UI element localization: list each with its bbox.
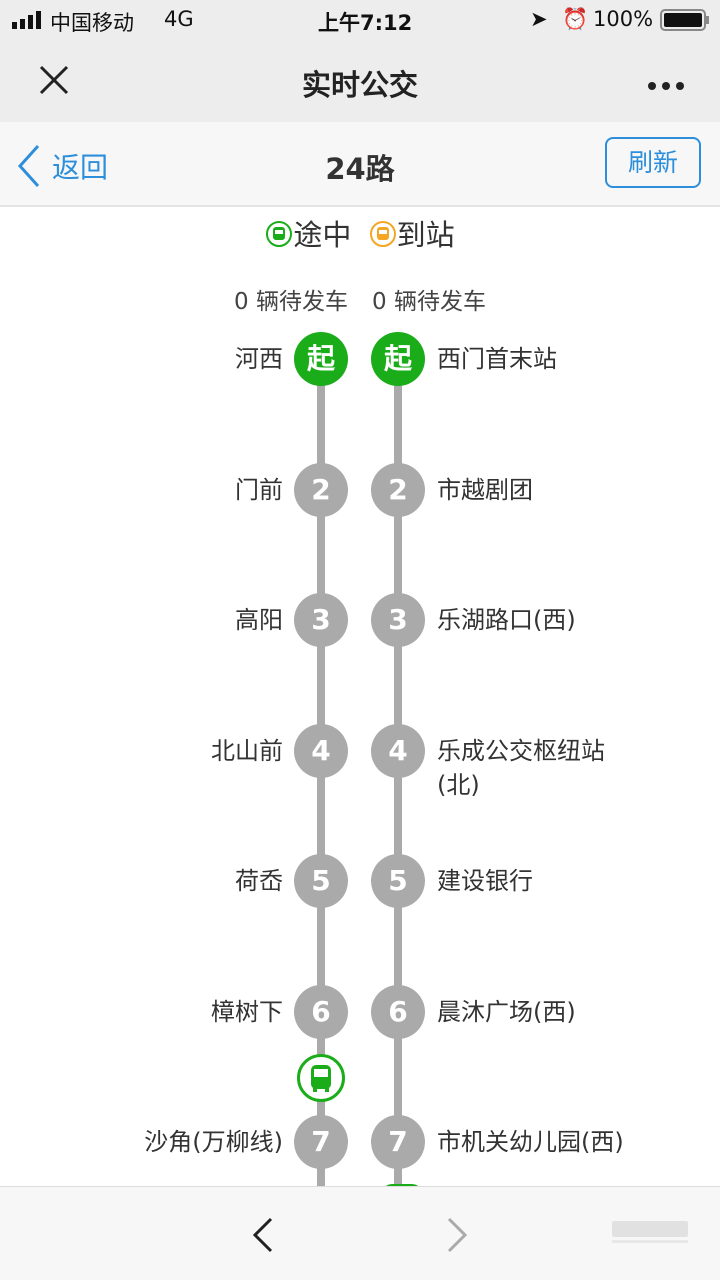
left-stop-marker[interactable]: 7: [294, 1115, 348, 1169]
right-stop-marker[interactable]: 5: [371, 854, 425, 908]
right-stop-name[interactable]: 乐成公交枢纽站(北): [437, 736, 605, 799]
watermark-logo: [610, 1217, 690, 1251]
battery-percent: 100%: [593, 7, 654, 31]
right-stop-marker[interactable]: 4: [371, 723, 425, 778]
network: 4G: [164, 7, 194, 31]
more-icon[interactable]: [648, 76, 684, 95]
left-stop-marker[interactable]: 6: [294, 984, 348, 1039]
bottom-toolbar: [0, 1186, 720, 1280]
left-stop-name[interactable]: 荷岙: [235, 867, 283, 895]
left-stop-name[interactable]: 樟树下: [211, 997, 283, 1026]
left-stop-name[interactable]: 门前: [235, 475, 283, 504]
page-title: 实时公交: [301, 68, 418, 102]
left-stop-marker[interactable]: 5: [294, 854, 348, 908]
bus-icon: [311, 1065, 331, 1092]
left-stop-name[interactable]: 高阳: [235, 606, 283, 634]
refresh-button[interactable]: 刷新: [605, 137, 701, 188]
battery-icon: [660, 9, 710, 36]
right-stop-marker[interactable]: 7: [371, 1115, 425, 1169]
legend: 途中 到站: [0, 212, 720, 254]
bus-moving-icon: [266, 221, 293, 247]
left-stop-marker[interactable]: 4: [294, 723, 348, 778]
alarm-icon: ⏰: [562, 7, 589, 31]
route-title: 24路: [325, 152, 395, 186]
status-bar: 中国移动 4G 上午7:12 ➤ ⏰ 100%: [0, 0, 720, 40]
chevron-left-icon: [17, 144, 40, 188]
carrier: 中国移动: [50, 11, 134, 35]
left-stop-marker[interactable]: 3: [294, 593, 348, 647]
bus-position-marker[interactable]: [297, 1054, 345, 1102]
right-waiting: 0 辆待发车: [372, 289, 486, 315]
right-stop-name[interactable]: 市机关幼儿园(西): [437, 1128, 624, 1156]
left-stop-name[interactable]: 北山前: [211, 736, 283, 765]
bus-arrived-icon: [369, 221, 396, 247]
right-stop-marker[interactable]: 起: [371, 332, 425, 386]
right-stop-marker[interactable]: 3: [371, 593, 425, 647]
browser-forward-icon[interactable]: [446, 1217, 468, 1257]
right-stop-name[interactable]: 市越剧团: [437, 475, 533, 504]
right-stop-name[interactable]: 建设银行: [437, 867, 533, 895]
right-route-line: [394, 359, 402, 1199]
left-route-line: [317, 359, 325, 1199]
location-icon: ➤: [530, 7, 548, 31]
left-waiting: 0 辆待发车: [234, 289, 348, 315]
back-label: 返回: [52, 151, 109, 184]
left-stop-marker[interactable]: 起: [294, 332, 348, 386]
back-button[interactable]: 返回: [16, 144, 108, 188]
signal-icon: [12, 10, 46, 34]
clock: 上午7:12: [318, 11, 413, 35]
right-stop-marker[interactable]: 2: [371, 462, 425, 517]
right-stop-name[interactable]: 乐湖路口(西): [437, 606, 576, 634]
legend-arrived: 到站: [396, 218, 455, 252]
route-header: 返回 24路 刷新: [0, 122, 720, 207]
right-stop-name[interactable]: 西门首末站: [437, 345, 557, 373]
right-stop-name[interactable]: 晨沐广场(西): [437, 997, 576, 1026]
close-icon[interactable]: [38, 64, 70, 100]
left-stop-name[interactable]: 沙角(万柳线): [144, 1128, 283, 1156]
left-stop-marker[interactable]: 2: [294, 462, 348, 517]
nav-bar: 实时公交: [0, 40, 720, 122]
browser-back-icon[interactable]: [252, 1217, 274, 1257]
legend-moving: 途中: [293, 218, 352, 252]
left-stop-name[interactable]: 河西: [235, 345, 283, 373]
right-stop-marker[interactable]: 6: [371, 984, 425, 1039]
